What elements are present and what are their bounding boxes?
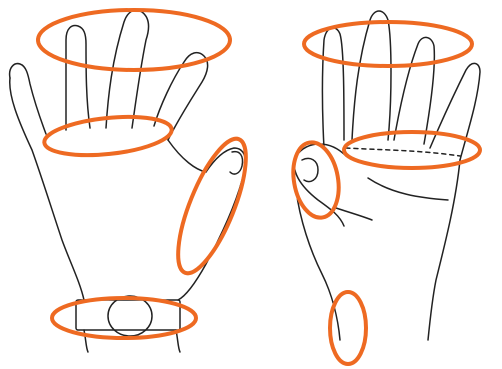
highlight-palm-thumb	[288, 139, 345, 221]
back-ring-finger	[66, 26, 90, 130]
highlight-back-fingertips	[38, 10, 230, 70]
highlight-back-knuckles	[42, 111, 173, 160]
highlight-palm-wrist-edge	[330, 292, 366, 364]
highlight-palm-finger-base	[344, 132, 480, 168]
palm-finger-2	[352, 11, 391, 140]
palm-finger-4	[430, 63, 480, 160]
palm-crease-thumb	[336, 208, 372, 220]
palm-finger-3	[394, 37, 434, 144]
highlight-back-wrist-band	[52, 298, 196, 338]
back-thumb-outline	[178, 148, 246, 300]
highlight-palm-fingertips	[304, 22, 472, 66]
palm-finger-1	[323, 28, 345, 148]
palm-thumb-nail	[302, 158, 318, 181]
back-thumb-nail	[230, 152, 243, 174]
palm-right-edge	[428, 160, 460, 340]
back-hand-left-edge	[10, 78, 84, 300]
back-of-hand	[10, 10, 246, 352]
watch-strap	[76, 300, 180, 330]
palm-crease-mid	[368, 178, 448, 200]
palm-crease-top	[346, 148, 460, 156]
palm-of-hand	[294, 11, 480, 340]
highlight-group	[38, 10, 480, 364]
back-hand-right-edge	[168, 140, 206, 172]
back-pinky	[10, 64, 46, 134]
